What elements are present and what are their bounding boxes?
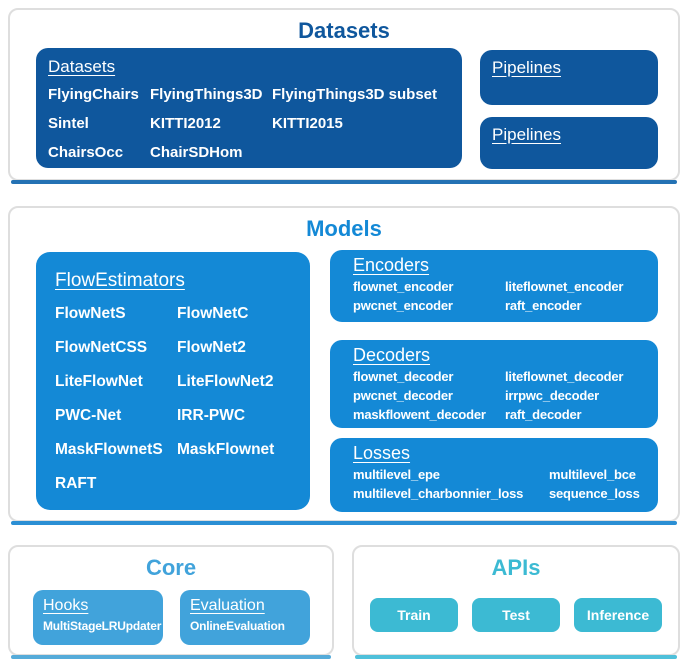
hooks-box: Hooks MultiStageLRUpdater xyxy=(33,590,163,645)
api-train-button[interactable]: Train xyxy=(370,598,458,632)
datasets-item-grid: FlyingChairs FlyingThings3D FlyingThings… xyxy=(48,86,450,161)
models-section-card: Models FlowEstimators FlowNetS FlowNetC … xyxy=(8,206,680,525)
encoders-heading-link[interactable]: Encoders xyxy=(353,255,430,275)
apis-section-title: APIs xyxy=(491,555,541,580)
dataset-item: FlyingThings3D xyxy=(150,86,263,103)
pipelines-box: Pipelines xyxy=(480,50,658,105)
hook-item: MultiStageLRUpdater xyxy=(43,619,162,633)
losses-item-grid: multilevel_epe multilevel_bce multilevel… xyxy=(353,466,640,504)
encoder-item: raft_encoder xyxy=(505,297,582,313)
api-test-button[interactable]: Test xyxy=(472,598,560,632)
apis-section-underline xyxy=(355,655,677,659)
dataset-item: KITTI2012 xyxy=(150,115,221,132)
decoder-item: irrpwc_decoder xyxy=(505,387,600,403)
decoders-item-grid: flownet_decoder liteflownet_decoder pwcn… xyxy=(353,368,635,425)
decoders-heading-link[interactable]: Decoders xyxy=(353,345,431,365)
flow-estimator-item: FlowNet2 xyxy=(177,339,246,356)
datasets-section-title: Datasets xyxy=(298,18,390,43)
losses-box: Losses multilevel_epe multilevel_bce mul… xyxy=(330,438,658,512)
encoder-item: flownet_encoder xyxy=(353,279,454,294)
flow-estimator-item: PWC-Net xyxy=(55,407,122,424)
loss-item: multilevel_charbonnier_loss xyxy=(353,485,524,501)
flow-estimator-item: RAFT xyxy=(55,475,97,492)
loss-item: multilevel_epe xyxy=(353,467,440,482)
decoder-item: maskflowent_decoder xyxy=(353,406,486,422)
models-section-title: Models xyxy=(306,216,382,241)
dataset-item: FlyingChairs xyxy=(48,86,139,103)
flow-estimator-item: FlowNetCSS xyxy=(55,339,148,356)
core-section-card: Core Hooks MultiStageLRUpdater Evaluatio… xyxy=(8,545,334,659)
flow-estimators-box: FlowEstimators FlowNetS FlowNetC FlowNet… xyxy=(36,252,310,510)
dataset-item: FlyingThings3D subset xyxy=(272,86,438,103)
flow-estimator-item: IRR-PWC xyxy=(177,407,246,424)
flow-estimator-item: LiteFlowNet2 xyxy=(177,373,274,390)
dataset-item: ChairSDHom xyxy=(150,144,243,161)
loss-item: sequence_loss xyxy=(549,485,640,501)
models-section-underline xyxy=(11,521,677,525)
pipelines-heading-link[interactable]: Pipelines xyxy=(492,58,561,77)
api-inference-button[interactable]: Inference xyxy=(574,598,662,632)
evaluation-box: Evaluation OnlineEvaluation xyxy=(180,590,310,645)
flow-estimator-item: FlowNetS xyxy=(55,305,126,322)
flow-estimator-item: MaskFlownet xyxy=(177,441,275,458)
core-section-underline xyxy=(11,655,331,659)
encoders-item-grid: flownet_encoder liteflownet_encoder pwcn… xyxy=(353,278,635,316)
datasets-box: Datasets FlyingChairs FlyingThings3D Fly… xyxy=(36,48,462,168)
flow-estimator-item: FlowNetC xyxy=(177,305,249,322)
datasets-section-underline xyxy=(11,180,677,184)
decoder-item: raft_decoder xyxy=(505,406,582,422)
evaluation-heading-link[interactable]: Evaluation xyxy=(190,597,265,614)
datasets-box-heading-link[interactable]: Datasets xyxy=(48,57,116,76)
flow-estimators-heading-link[interactable]: FlowEstimators xyxy=(55,270,185,291)
dataset-item: KITTI2015 xyxy=(272,115,343,132)
flow-estimator-item: LiteFlowNet xyxy=(55,373,143,390)
datasets-section-card: Datasets Datasets FlyingChairs FlyingThi… xyxy=(8,8,680,184)
encoder-item: pwcnet_encoder xyxy=(353,297,453,313)
loss-item: multilevel_bce xyxy=(549,467,636,482)
dataset-item: ChairsOcc xyxy=(48,144,124,161)
losses-heading-link[interactable]: Losses xyxy=(353,443,411,463)
pipelines-heading-link[interactable]: Pipelines xyxy=(492,125,561,144)
pipelines-box: Pipelines xyxy=(480,117,658,169)
decoder-item: liteflownet_decoder xyxy=(505,369,624,384)
apis-section-card: APIs Train Test Inference xyxy=(352,545,680,659)
dataset-item: Sintel xyxy=(48,115,89,132)
hooks-heading-link[interactable]: Hooks xyxy=(43,597,89,614)
encoders-box: Encoders flownet_encoder liteflownet_enc… xyxy=(330,250,658,322)
encoder-item: liteflownet_encoder xyxy=(505,279,624,294)
evaluation-item: OnlineEvaluation xyxy=(190,619,285,633)
core-section-title: Core xyxy=(145,555,197,580)
decoder-item: flownet_decoder xyxy=(353,369,454,384)
api-button-row: Train Test Inference xyxy=(370,598,662,632)
decoder-item: pwcnet_decoder xyxy=(353,387,453,403)
flow-estimators-item-grid: FlowNetS FlowNetC FlowNetCSS FlowNet2 Li… xyxy=(55,305,291,493)
flow-estimator-item: MaskFlownetS xyxy=(55,441,163,458)
decoders-box: Decoders flownet_decoder liteflownet_dec… xyxy=(330,340,658,428)
